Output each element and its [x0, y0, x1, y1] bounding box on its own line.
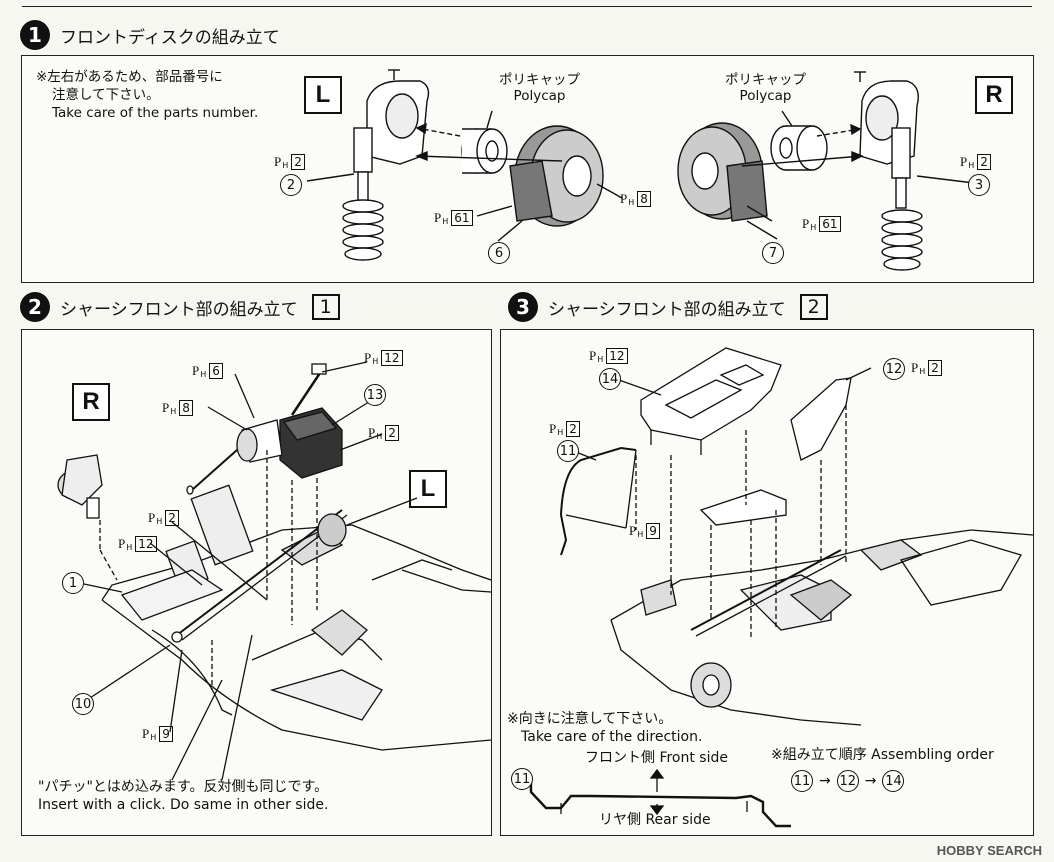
polycap-en-right: Polycap — [739, 88, 792, 104]
step2-right-marker: R — [72, 383, 110, 421]
order-arrow-icon: → — [819, 773, 831, 789]
s3-ph2-left-num: 2 — [566, 421, 580, 437]
step2-left-marker: L — [409, 470, 447, 508]
polycap-label-left: ポリキャップ Polycap — [499, 72, 580, 104]
ph61-left-num: 61 — [451, 210, 473, 226]
s2-part1: 1 — [62, 572, 84, 594]
s3-part12: 12 — [883, 358, 905, 380]
s3-part11: 11 — [557, 440, 579, 462]
s2-ph9-num: 9 — [159, 726, 173, 742]
part7-label: 7 — [762, 242, 784, 264]
s3-part14: 14 — [599, 368, 621, 390]
s3-ph2-right-num: 2 — [928, 360, 942, 376]
s3-front-side: フロント側 Front side — [585, 750, 728, 766]
s2-ph12-top-num: 12 — [381, 350, 403, 366]
s2-ph12-left-num: 12 — [135, 536, 157, 552]
step1-header: 1 フロントディスクの組み立て — [20, 20, 280, 50]
order-step-1: 11 — [791, 770, 813, 792]
step3-number: 3 — [508, 292, 538, 322]
part3-label: 3 — [968, 174, 990, 196]
s3-direction-jp: ※向きに注意して下さい。 — [507, 711, 673, 727]
polycap-jp-right: ポリキャップ — [725, 72, 806, 88]
step3-diagram — [529, 347, 1033, 828]
part2-label: 2 — [280, 174, 302, 196]
s2-ph2-mid-num: 2 — [165, 510, 179, 526]
s3-rear-side: リヤ側 Rear side — [599, 812, 711, 828]
s3-bar-part: 11 — [511, 768, 533, 790]
step1-note-line3: Take care of the parts number. — [52, 105, 259, 121]
step2-title: シャーシフロント部の組み立て — [60, 299, 298, 320]
s3-order-sequence: 11 → 12 → 14 — [791, 770, 905, 792]
s3-ph9-num: 9 — [646, 523, 660, 539]
order-arrow-icon: → — [864, 773, 877, 789]
s2-ph8-num: 8 — [179, 400, 193, 416]
polycap-jp-left: ポリキャップ — [499, 72, 580, 88]
step1-note: ※左右があるため、部品番号に 注意して下さい。 Take care of the… — [36, 68, 258, 122]
s3-ph12-num: 12 — [606, 348, 628, 364]
part6-label: 6 — [488, 242, 510, 264]
step1-diagram — [306, 69, 983, 271]
s2-note: "パチッ"とはめ込みます。反対側も同じです。 Insert with a cli… — [38, 778, 328, 814]
top-border — [22, 0, 1032, 7]
step1-note-line2: 注意して下さい。 — [52, 87, 160, 103]
s2-ph2-right-num: 2 — [385, 425, 399, 441]
step2-header: 2 シャーシフロント部の組み立て 1 — [20, 292, 340, 322]
s3-direction-note: ※向きに注意して下さい。 Take care of the direction. — [507, 710, 702, 746]
ph8-num: 8 — [637, 191, 651, 207]
step2-number: 2 — [20, 292, 50, 322]
step2-panel: R L — [21, 329, 492, 836]
step2-diagram — [57, 361, 491, 781]
watermark: HOBBY SEARCH — [936, 843, 1042, 858]
order-step-2: 12 — [836, 770, 859, 792]
step3-header: 3 シャーシフロント部の組み立て 2 — [508, 292, 828, 322]
polycap-label-right: ポリキャップ Polycap — [725, 72, 806, 104]
step1-note-line1: ※左右があるため、部品番号に — [36, 69, 223, 85]
order-step-3: 14 — [882, 770, 905, 792]
step1-title: フロントディスクの組み立て — [60, 27, 280, 48]
ph2-right-num: 2 — [977, 154, 991, 170]
step3-title: シャーシフロント部の組み立て — [548, 299, 786, 320]
right-marker: R — [975, 76, 1013, 114]
s2-note-jp: "パチッ"とはめ込みます。反対側も同じです。 — [38, 779, 329, 795]
step1-number: 1 — [20, 20, 50, 50]
s3-order-label: ※組み立て順序 Assembling order — [771, 747, 994, 763]
ph61-right-num: 61 — [819, 216, 841, 232]
s2-part13: 13 — [364, 384, 386, 406]
ph2-left-num: 2 — [291, 154, 305, 170]
step1-panel: ※左右があるため、部品番号に 注意して下さい。 Take care of the… — [21, 55, 1034, 283]
s2-part10: 10 — [72, 693, 94, 715]
s2-ph6-num: 6 — [209, 363, 223, 379]
s2-note-en: Insert with a click. Do same in other si… — [38, 797, 329, 813]
step2-title-box: 1 — [311, 294, 340, 320]
polycap-en-left: Polycap — [513, 88, 566, 104]
left-marker: L — [304, 76, 342, 114]
step3-title-box: 2 — [799, 294, 828, 320]
s3-direction-en: Take care of the direction. — [521, 729, 703, 745]
